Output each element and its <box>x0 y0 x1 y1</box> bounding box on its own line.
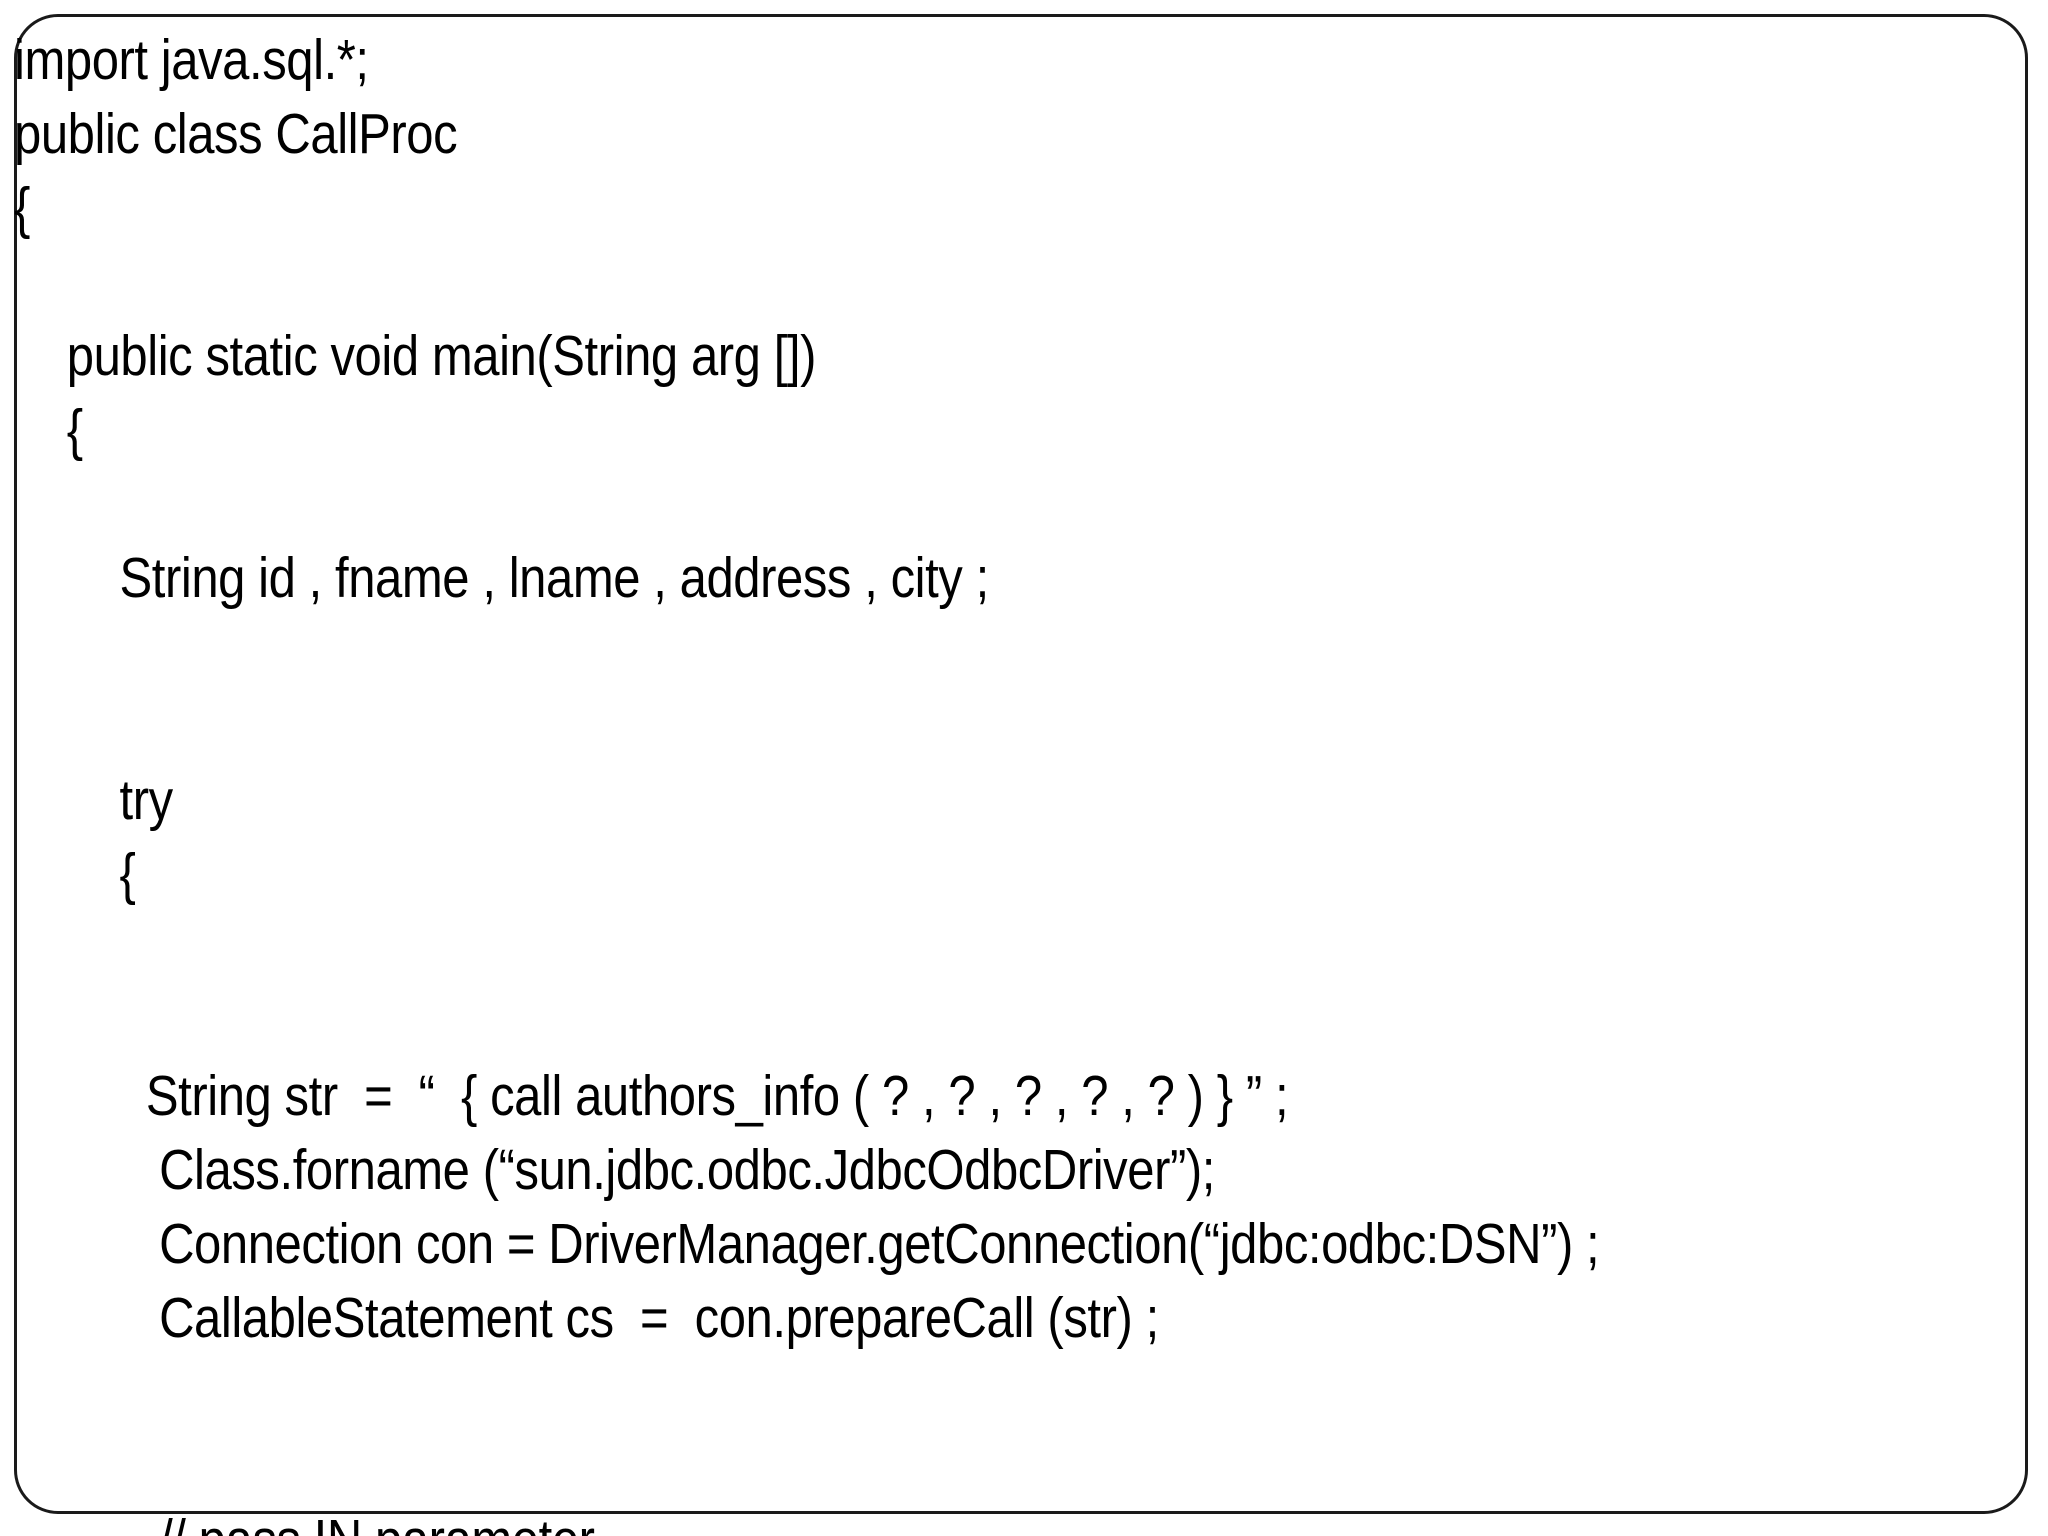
code-line: public class CallProc <box>14 102 458 166</box>
code-line: Class.forname (“sun.jdbc.odbc.JdbcOdbcDr… <box>14 1138 1215 1202</box>
code-line: String id , fname , lname , address , ci… <box>14 546 990 610</box>
code-line: try <box>14 768 174 832</box>
code-line-blank <box>14 985 1763 1059</box>
code-line: Connection con = DriverManager.getConnec… <box>14 1212 1600 1276</box>
code-line-blank <box>14 1429 1763 1503</box>
code-line: // pass IN parameter <box>14 1503 1763 1536</box>
java-code-listing: import java.sql.*; public class CallProc {… <box>0 13 2048 1536</box>
code-line: public static void main(String arg []) <box>14 324 817 388</box>
code-line-blank <box>14 1355 1763 1429</box>
code-line-blank <box>14 245 1763 319</box>
code-line: { <box>14 842 136 906</box>
code-line-blank <box>14 467 1763 541</box>
code-line: CallableStatement cs = con.prepareCall (… <box>14 1286 1159 1350</box>
code-line: import java.sql.*; <box>14 28 369 92</box>
code-line-blank <box>14 911 1763 985</box>
code-line-blank <box>14 615 1763 689</box>
code-line: { <box>14 398 83 462</box>
code-line: String str = “ { call authors_info ( ? ,… <box>14 1064 1289 1128</box>
code-line-blank <box>14 689 1763 763</box>
code-line: { <box>14 176 30 240</box>
